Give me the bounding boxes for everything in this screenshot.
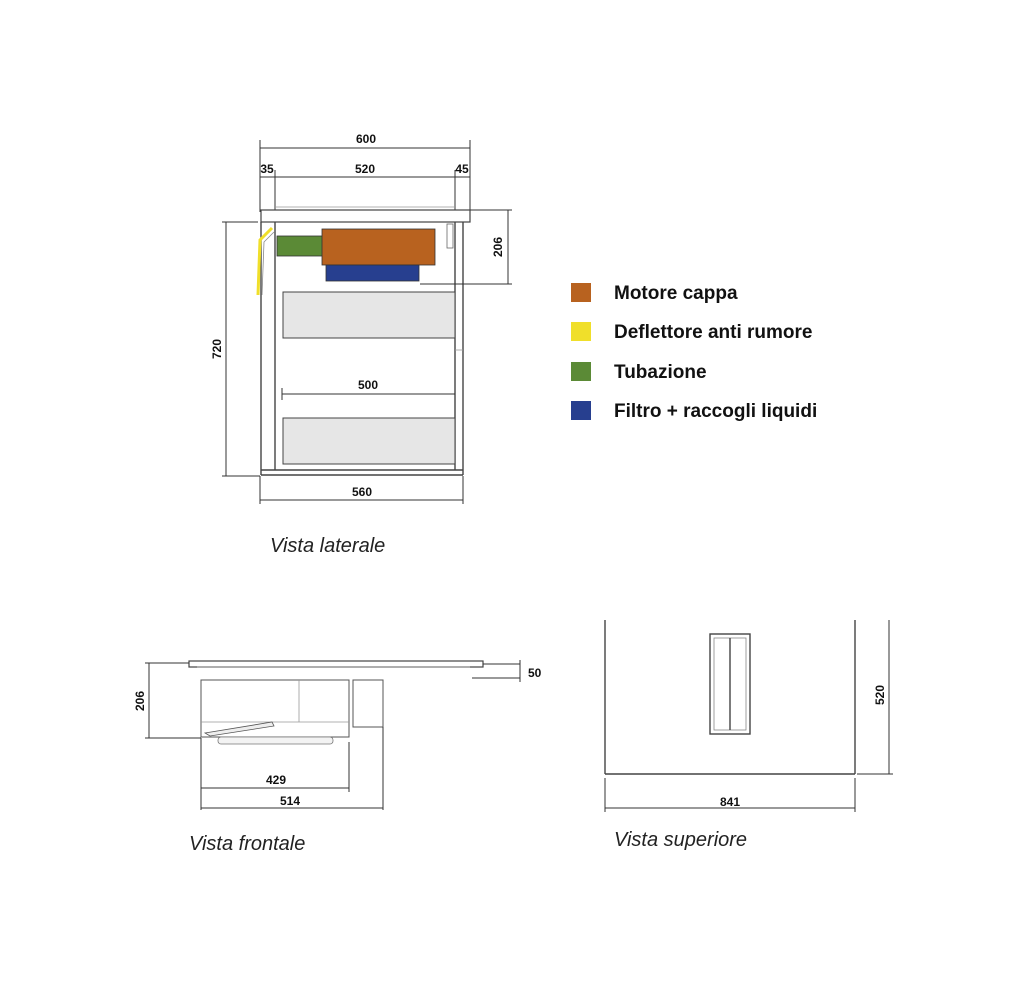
drawer-upper (282, 291, 456, 339)
motor-shape (321, 228, 436, 266)
side-view-caption: Vista laterale (270, 535, 385, 557)
top-dim-width: 841 (720, 795, 740, 809)
dim-base: 560 (352, 485, 372, 499)
drawer-lower (282, 417, 456, 465)
legend-label-duct: Tubazione (614, 362, 707, 383)
front-dim-height: 206 (133, 691, 147, 711)
dim-total-width: 600 (356, 132, 376, 146)
legend: Motore cappa Deflettore anti rumore Tuba… (571, 283, 817, 422)
legend-label-deflector: Deflettore anti rumore (614, 322, 812, 343)
front-dim-outer-width: 514 (280, 794, 300, 808)
front-dim-thickness: 50 (528, 666, 542, 680)
top-view-caption: Vista superiore (614, 829, 747, 851)
side-view: 600 35 520 45 500 206 (210, 132, 512, 557)
dim-middle: 520 (355, 162, 375, 176)
top-view: 520 841 Vista superiore (604, 620, 893, 851)
dim-inner: 500 (358, 378, 378, 392)
filter-shape (325, 264, 420, 282)
front-unit-body (200, 679, 350, 738)
front-dim-inner-width: 429 (266, 773, 286, 787)
cooktop-slab (260, 209, 471, 223)
legend-swatch-motor (571, 283, 591, 302)
legend-swatch-filter (571, 401, 591, 420)
top-dim-depth: 520 (873, 685, 887, 705)
legend-label-motor: Motore cappa (614, 283, 738, 304)
front-cooktop (188, 660, 484, 668)
deflector-shape (256, 226, 274, 296)
front-side-box (352, 679, 384, 728)
dim-height-left: 720 (210, 339, 224, 359)
front-view-caption: Vista frontale (189, 833, 305, 855)
dim-left-offset: 35 (260, 162, 274, 176)
legend-label-filter: Filtro + raccogli liquidi (614, 401, 817, 422)
legend-swatch-duct (571, 362, 591, 381)
front-view: 206 50 429 514 Vista frontale (133, 660, 542, 855)
dim-height-right: 206 (491, 237, 505, 257)
dim-right-offset: 45 (455, 162, 469, 176)
legend-swatch-deflector (571, 322, 591, 341)
duct-shape (276, 235, 326, 257)
